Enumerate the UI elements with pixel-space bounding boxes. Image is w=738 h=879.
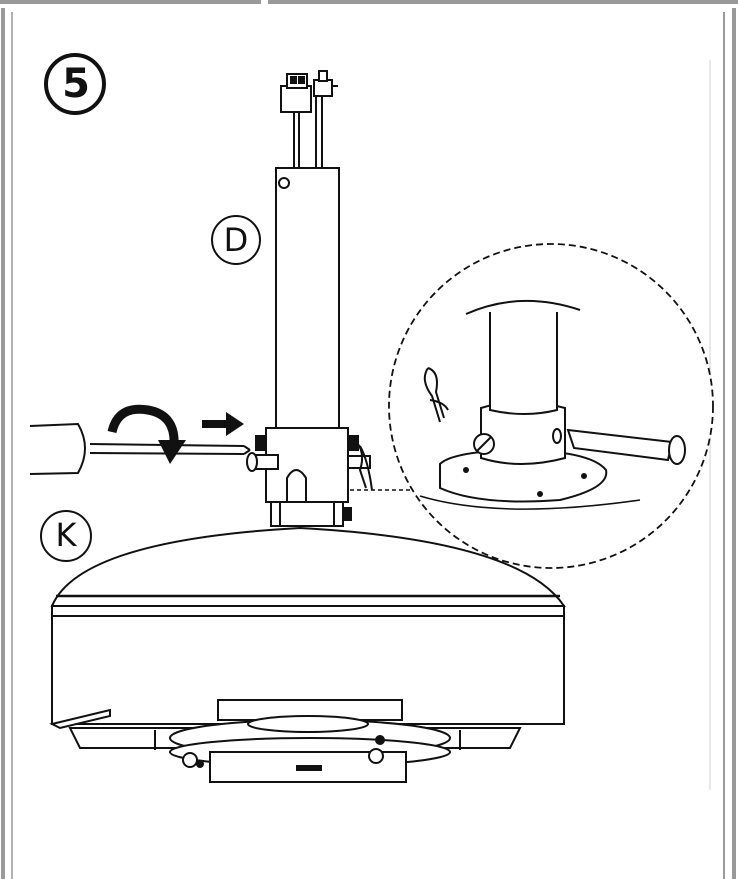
step-number: 5 [62, 61, 90, 107]
inset-clevis-pin [566, 428, 674, 462]
wire-connectors [280, 70, 338, 168]
downrod-collar [255, 427, 359, 527]
right-arrow-icon [202, 412, 244, 436]
motor-housing-label-circle [40, 510, 92, 562]
downrod-label: D [223, 221, 249, 259]
motor-housing [49, 526, 566, 750]
downrod-label-circle [211, 215, 261, 265]
downrod [275, 167, 340, 429]
inset-hairpin-clip-icon [423, 367, 449, 423]
step-number-badge [44, 53, 106, 115]
mounting-plate [169, 699, 451, 783]
screwdriver [29, 422, 251, 475]
inset-downrod [489, 312, 558, 415]
hairpin-clip-icon [354, 439, 373, 491]
detail-inset [388, 243, 714, 569]
curved-arrow-icon [107, 404, 186, 464]
motor-housing-label: K [55, 516, 77, 554]
